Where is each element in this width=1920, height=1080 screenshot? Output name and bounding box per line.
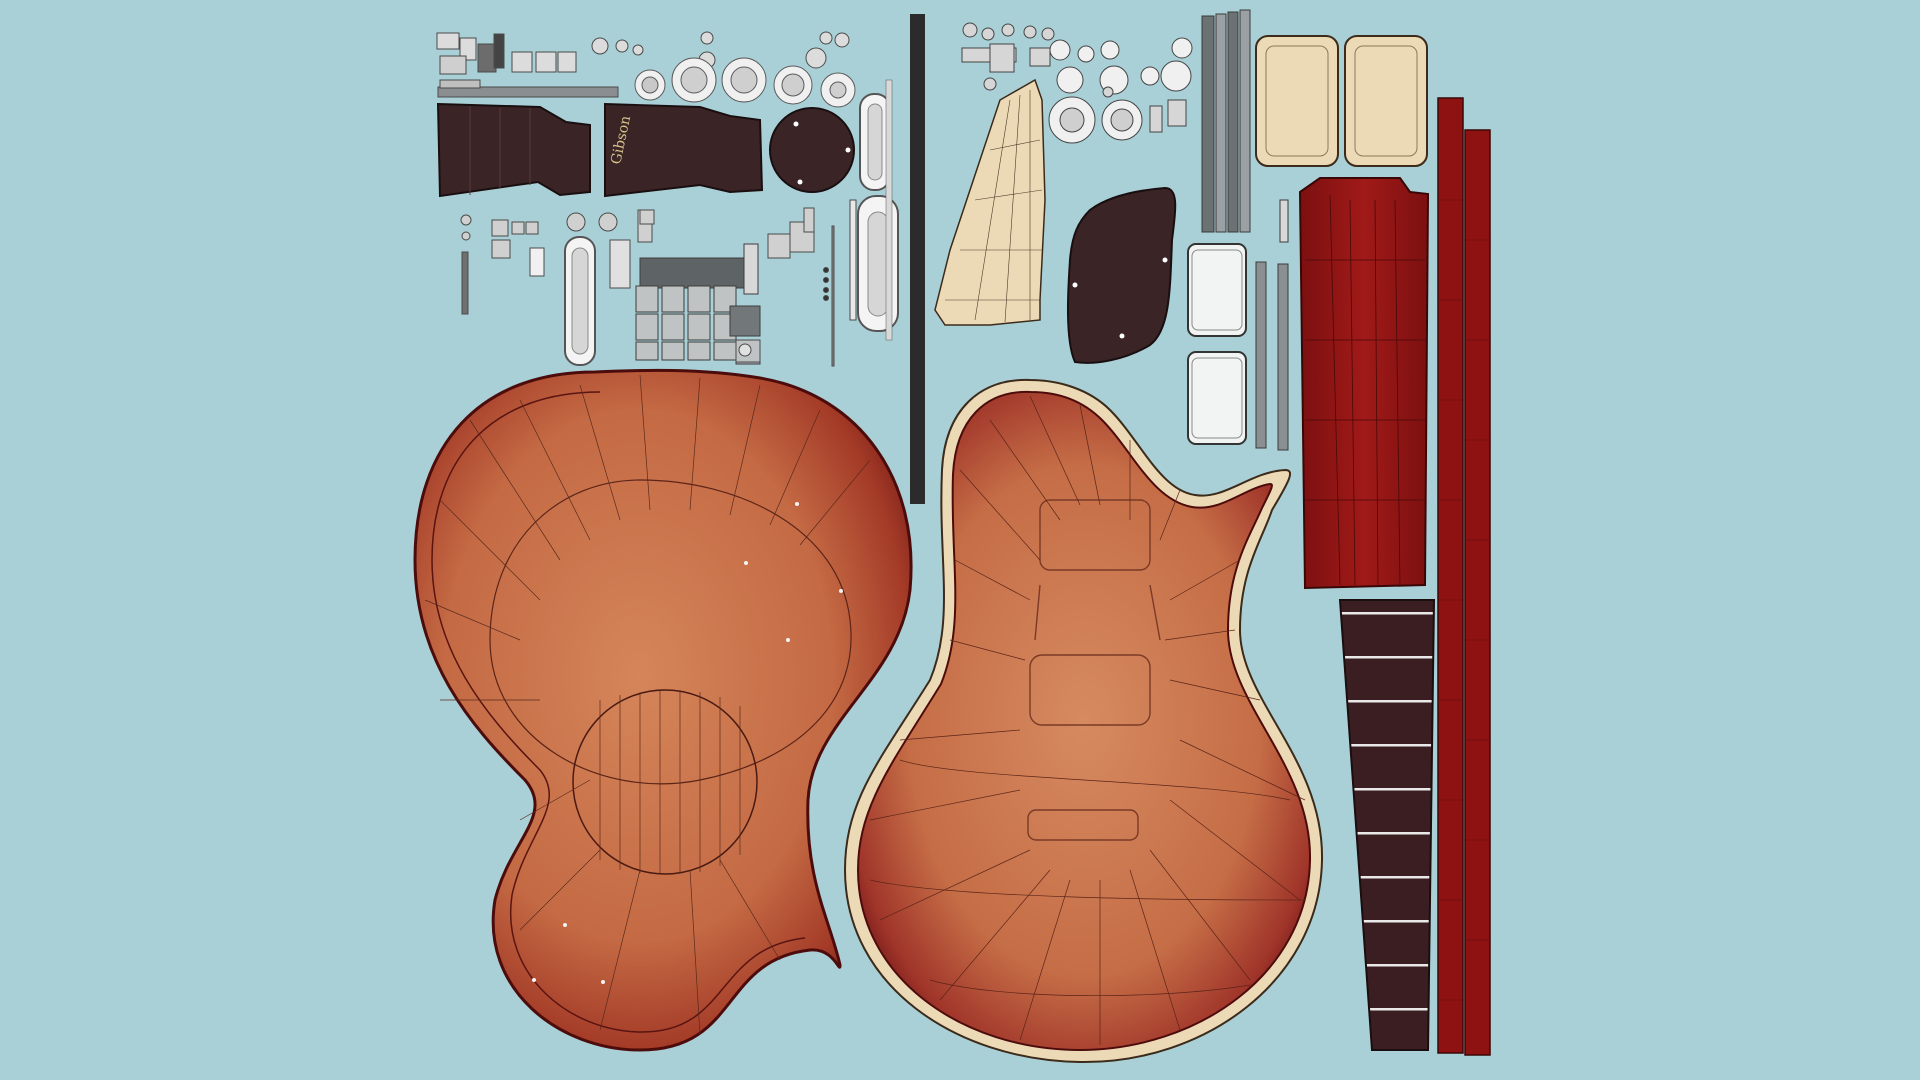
binding-strip-light: [885, 79, 893, 341]
headstock-front-panel: Gibson: [604, 102, 764, 198]
pickup-ring-left-small: [564, 236, 596, 366]
pickup-ring-left-top: [859, 93, 891, 191]
pickup-covers-cream: [1255, 35, 1428, 167]
fretboard: [1338, 599, 1436, 1051]
neck-side-strips: [1437, 97, 1491, 1056]
hardware-parts-cluster-top-left: [436, 31, 850, 98]
pickup-cavity-areas: [1027, 499, 1161, 841]
control-cavity-cover: [1066, 186, 1177, 364]
metal-bars-group: [1201, 9, 1289, 451]
control-cavity-outline: [572, 689, 758, 875]
switch-cover-plates: [1187, 243, 1247, 445]
guitar-body-top: [843, 378, 1324, 1064]
knob-rings-row: [634, 57, 856, 108]
truss-rod-cover: [769, 107, 855, 193]
binding-strip-dark: [910, 14, 925, 504]
neck-heel-piece: [1298, 177, 1430, 590]
small-parts-cluster-mid-left: [460, 199, 857, 367]
small-parts-cluster-top-right: [961, 22, 1193, 144]
headstock-back-panel: [436, 102, 591, 198]
pickguard-cream: [934, 78, 1046, 326]
guitar-body-back: [413, 368, 913, 1052]
